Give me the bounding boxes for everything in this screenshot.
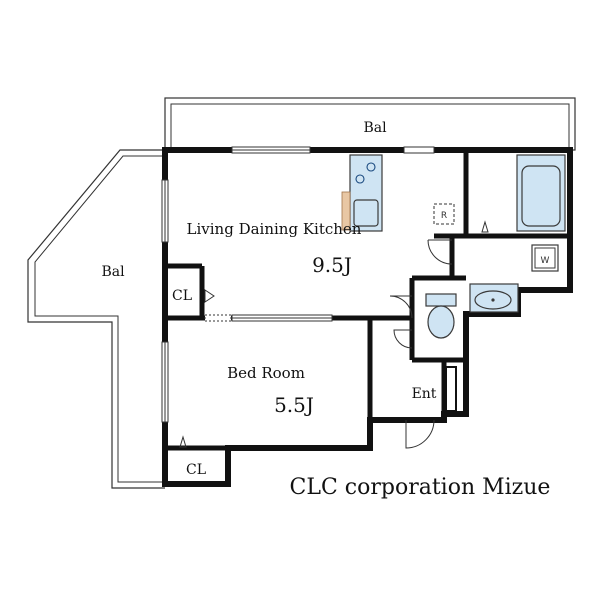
refrigerator-label: R xyxy=(441,211,447,221)
ldk-name-label: Living Daining Kitchen xyxy=(187,220,362,238)
balcony-left-label: Bal xyxy=(101,264,125,280)
entrance-label: Ent xyxy=(412,386,437,402)
ldk-size-label: 9.5J xyxy=(312,253,352,277)
entrance-step xyxy=(445,366,457,412)
company-caption: CLC corporation Mizue xyxy=(290,475,551,500)
window-top xyxy=(231,146,435,154)
door-swings xyxy=(179,220,489,449)
washbasin xyxy=(469,283,519,313)
washer xyxy=(531,244,559,272)
balcony-left xyxy=(27,149,165,489)
bedroom-name-label: Bed Room xyxy=(227,364,305,382)
bedroom-size-label: 5.5J xyxy=(274,393,314,417)
wood-panel xyxy=(341,191,351,231)
bathtub xyxy=(516,154,566,232)
closet-1-label: CL xyxy=(172,288,192,304)
balcony-top-label: Bal xyxy=(363,120,387,136)
stove-icon xyxy=(355,162,376,184)
closet-2-label: CL xyxy=(186,462,206,478)
sliding-door xyxy=(204,314,333,322)
washer-label: W xyxy=(541,256,550,266)
interior-walls xyxy=(165,150,570,451)
refrigerator-icon xyxy=(433,203,455,225)
window-left xyxy=(161,179,169,423)
kitchen-counter xyxy=(349,154,383,232)
toilet xyxy=(425,293,457,339)
